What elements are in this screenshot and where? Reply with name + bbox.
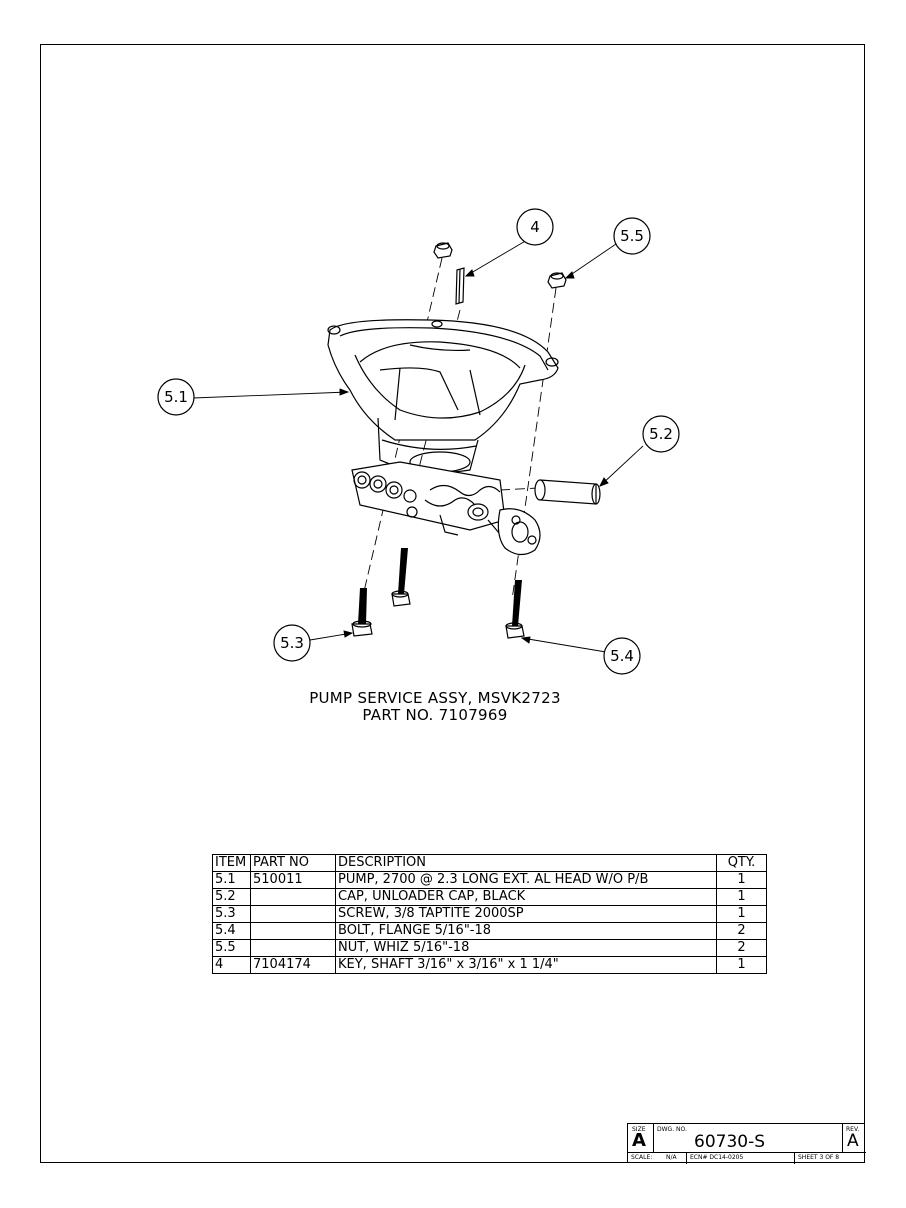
dwg-no-label: DWG. NO.: [657, 1126, 687, 1133]
bom-description: KEY, SHAFT 3/16" x 3/16" x 1 1/4": [335, 956, 717, 974]
taptite-screw: [351, 588, 373, 637]
callout-5-1: 5.1: [157, 378, 195, 416]
svg-text:5.2: 5.2: [649, 425, 673, 443]
svg-text:5.3: 5.3: [280, 634, 304, 652]
rev-value: A: [847, 1131, 859, 1151]
pump-body: [327, 319, 559, 556]
bom-header-item: ITEM: [212, 854, 251, 872]
bom-item: 5.1: [212, 871, 251, 889]
bom-description: CAP, UNLOADER CAP, BLACK: [335, 888, 717, 906]
callout-5-2: 5.2: [642, 415, 680, 453]
bom-item: 5.3: [212, 905, 251, 923]
scale-label: SCALE:: [631, 1154, 653, 1161]
unloader-cap: [534, 479, 601, 505]
scale-value: N/A: [666, 1154, 677, 1161]
table-row: 5.2 CAP, UNLOADER CAP, BLACK 1: [212, 888, 767, 906]
callout-5-3: 5.3: [273, 624, 311, 662]
sheet-number: SHEET 3 OF 8: [798, 1154, 840, 1161]
bom-item: 4: [212, 956, 251, 974]
table-row: 4 7104174 KEY, SHAFT 3/16" x 3/16" x 1 1…: [212, 956, 767, 974]
bom-description: SCREW, 3/8 TAPTITE 2000SP: [335, 905, 717, 923]
callout-5-5: 5.5: [613, 217, 651, 255]
table-row: 5.5 NUT, WHIZ 5/16"-18 2: [212, 939, 767, 957]
bom-description: BOLT, FLANGE 5/16"-18: [335, 922, 717, 940]
bom-qty: 2: [716, 922, 767, 940]
bom-qty: 1: [716, 905, 767, 923]
ecn-number: ECN# DC14-0205: [690, 1154, 744, 1161]
title-block: SIZE A DWG. NO. 60730-S REV. A SCALE: N/…: [627, 1123, 866, 1164]
drawing-number: 60730-S: [694, 1132, 766, 1152]
bom-description: NUT, WHIZ 5/16"-18: [335, 939, 717, 957]
svg-text:4: 4: [530, 218, 540, 236]
size-value: A: [632, 1130, 646, 1151]
size-label: SIZE: [632, 1126, 646, 1133]
bom-part: [250, 888, 336, 906]
bom-item: 5.5: [212, 939, 251, 957]
bom-header-part: PART NO: [250, 854, 336, 872]
svg-text:5.4: 5.4: [610, 647, 634, 665]
bom-part: [250, 939, 336, 957]
bom-description: PUMP, 2700 @ 2.3 LONG EXT. AL HEAD W/O P…: [335, 871, 717, 889]
svg-text:5.1: 5.1: [164, 388, 188, 406]
bom-header-description: DESCRIPTION: [335, 854, 717, 872]
bom-header-row: ITEM PART NO DESCRIPTION QTY.: [212, 854, 767, 872]
table-row: 5.4 BOLT, FLANGE 5/16"-18 2: [212, 922, 767, 940]
drawing-border: [40, 44, 865, 1163]
caption-title: PUMP SERVICE ASSY, MSVK2723: [309, 689, 561, 707]
caption-part-number: PART NO. 7107969: [362, 706, 508, 724]
rev-label: REV.: [846, 1126, 860, 1133]
bom-part: [250, 922, 336, 940]
bom-part: 7104174: [250, 956, 336, 974]
callout-5-4: 5.4: [603, 637, 641, 675]
bom-part: 510011: [250, 871, 336, 889]
bill-of-materials: ITEM PART NO DESCRIPTION QTY. 5.1 510011…: [212, 854, 767, 974]
bom-part: [250, 905, 336, 923]
callout-4: 4: [516, 208, 554, 246]
shaft-key: [455, 267, 465, 305]
svg-text:5.5: 5.5: [620, 227, 644, 245]
drawing-caption: PUMP SERVICE ASSY, MSVK2723 PART NO. 710…: [250, 690, 620, 724]
bom-qty: 1: [716, 871, 767, 889]
callout-leaders: [192, 239, 644, 653]
bom-header-qty: QTY.: [716, 854, 767, 872]
table-row: 5.1 510011 PUMP, 2700 @ 2.3 LONG EXT. AL…: [212, 871, 767, 889]
bom-item: 5.2: [212, 888, 251, 906]
whiz-nut-left: [433, 242, 453, 259]
bom-qty: 1: [716, 888, 767, 906]
bom-qty: 2: [716, 939, 767, 957]
bom-item: 5.4: [212, 922, 251, 940]
whiz-nut-right: [547, 272, 567, 289]
table-row: 5.3 SCREW, 3/8 TAPTITE 2000SP 1: [212, 905, 767, 923]
bom-qty: 1: [716, 956, 767, 974]
flange-bolt-middle: [391, 548, 411, 607]
flange-bolt-right: [505, 580, 525, 639]
